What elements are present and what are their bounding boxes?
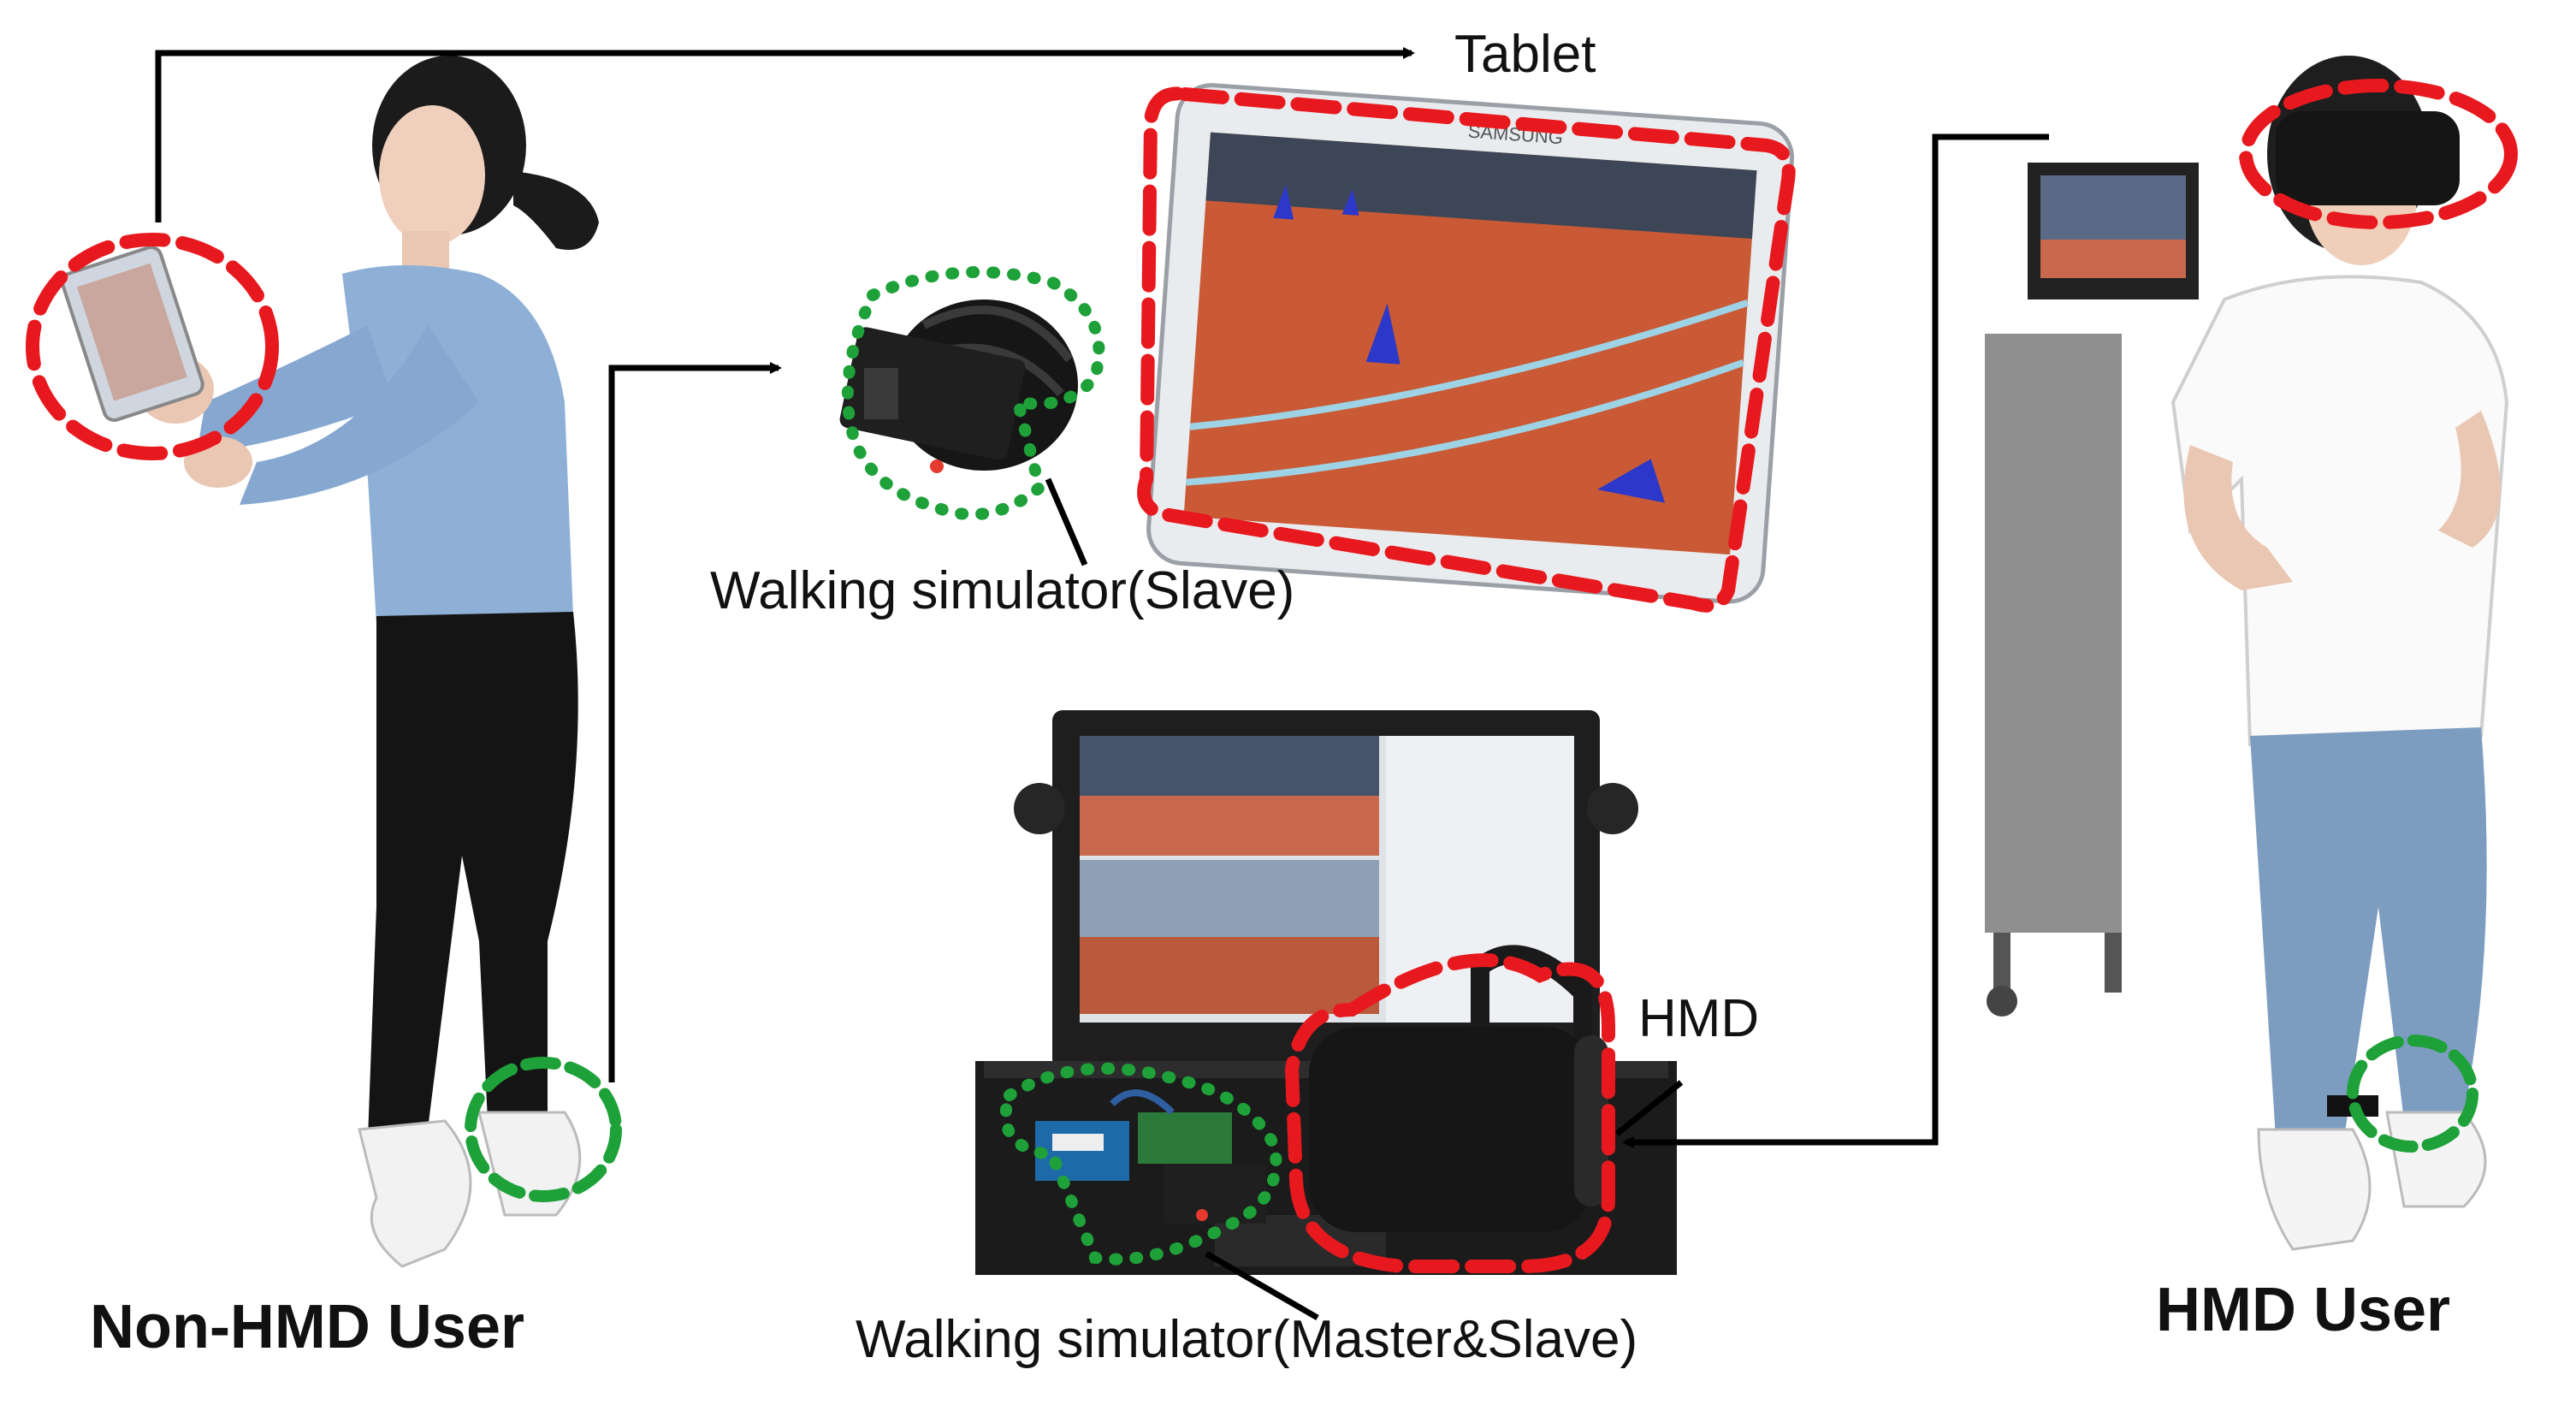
handheld-tablet-highlight <box>26 233 279 460</box>
tablet-arrow <box>155 47 1415 222</box>
hmd-arrow <box>1622 133 2049 1148</box>
tablet-label: Tablet <box>1454 25 1596 84</box>
left-ankle-highlight <box>465 1057 622 1202</box>
hmd-device <box>1309 945 1608 1232</box>
sensor-arrow <box>608 362 782 1082</box>
non-hmd-user-label: Non-HMD User <box>90 1293 525 1361</box>
slave-label-leader <box>1045 477 1088 566</box>
tablet-highlight <box>1137 86 1796 613</box>
slave-device-highlight <box>841 266 1105 521</box>
hmd-label-leader <box>1614 1080 1684 1136</box>
headset-highlight <box>2239 79 2518 229</box>
sensor-highlights <box>465 266 2478 1266</box>
hmd-user-label: HMD User <box>2156 1276 2451 1344</box>
walking-simulator-slave-device <box>839 299 1078 473</box>
hmd-user-figure <box>2170 56 2509 1251</box>
laptop-hmd-highlight <box>1284 953 1615 1273</box>
walking-simulator-master-device <box>1035 1089 1266 1224</box>
master-device-highlight <box>999 1062 1282 1266</box>
hmd-label: HMD <box>1638 989 1760 1048</box>
right-ankle-highlight <box>2347 1034 2478 1153</box>
device-highlights <box>26 79 2518 1273</box>
pc-stand <box>1985 163 2199 1017</box>
tablet-device: SAMSUNG <box>1146 83 1795 604</box>
connector-arrows <box>155 47 2049 1321</box>
walking-simulator-slave-label: Walking simulator(Slave) <box>710 561 1295 620</box>
walking-simulator-master-label: Walking simulator(Master&Slave) <box>856 1310 1638 1369</box>
master-label-leader <box>1205 1250 1319 1321</box>
